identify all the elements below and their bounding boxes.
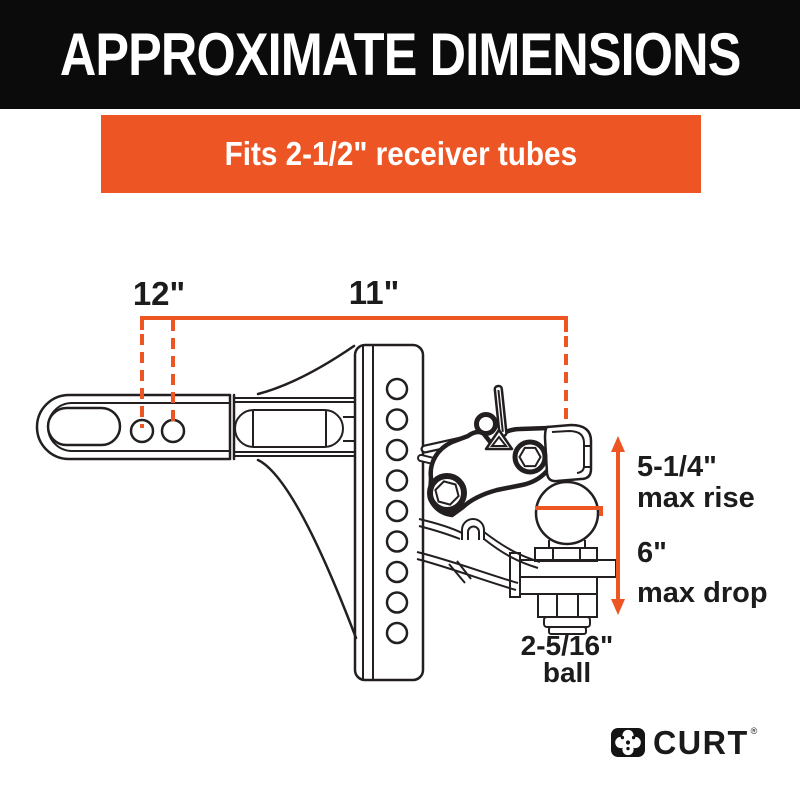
channel-hole (385, 621, 409, 645)
arrow-down-head (611, 599, 625, 615)
ball-reference-line (535, 506, 603, 516)
hook-horn (543, 423, 593, 483)
channel-hole (385, 530, 409, 553)
label-max-drop-value: 6" (637, 537, 667, 569)
receiver-size-banner: Fits 2-1/2" receiver tubes (101, 115, 701, 193)
adjustment-hole-1 (129, 418, 155, 444)
registered-mark: ® (750, 726, 758, 736)
label-max-rise: max rise (637, 482, 755, 514)
header-bar: APPROXIMATE DIMENSIONS (0, 0, 800, 109)
receiver-size-text: Fits 2-1/2" receiver tubes (224, 135, 578, 172)
curt-logo-icon (611, 728, 645, 757)
ball-washer (543, 616, 591, 628)
curt-logo: CURT ® (611, 724, 758, 761)
ball-nut (537, 593, 598, 618)
strap-loop (461, 518, 485, 540)
channel-hole (385, 499, 409, 523)
label-11in: 11" (349, 274, 400, 311)
hook-bolt (512, 439, 548, 475)
gusset-plates (256, 344, 358, 640)
label-ball-word: ball (543, 657, 591, 688)
channel-bar (353, 343, 425, 682)
pivot-bolt (427, 473, 467, 513)
label-ball-size: 2-5/16" (521, 630, 614, 661)
label-max-drop: max drop (637, 577, 768, 609)
channel-hole (385, 438, 409, 462)
channel-hole (385, 560, 409, 584)
page-title: APPROXIMATE DIMENSIONS (59, 21, 741, 88)
curt-wordmark: CURT (652, 724, 749, 761)
label-max-rise-value: 5-1/4" (637, 451, 717, 483)
support-arm (416, 518, 541, 591)
safety-pin (474, 384, 514, 451)
dimension-lines (140, 316, 625, 615)
pin-ring (474, 412, 498, 436)
channel-hole (385, 408, 409, 431)
channel-hole (385, 469, 409, 492)
shank-tube (35, 393, 355, 461)
shank-slot-2 (234, 409, 344, 448)
ball-collar (534, 547, 598, 562)
dimension-line-11in (140, 316, 568, 332)
label-12in: 12" (133, 275, 185, 312)
adjustment-hole-2 (160, 418, 186, 444)
hitch-ball (534, 480, 600, 546)
channel-hole (385, 377, 409, 401)
ball-platform (509, 540, 617, 635)
shank-slot (46, 406, 122, 447)
arrow-up-head (611, 436, 625, 452)
channel-hole (385, 591, 409, 614)
